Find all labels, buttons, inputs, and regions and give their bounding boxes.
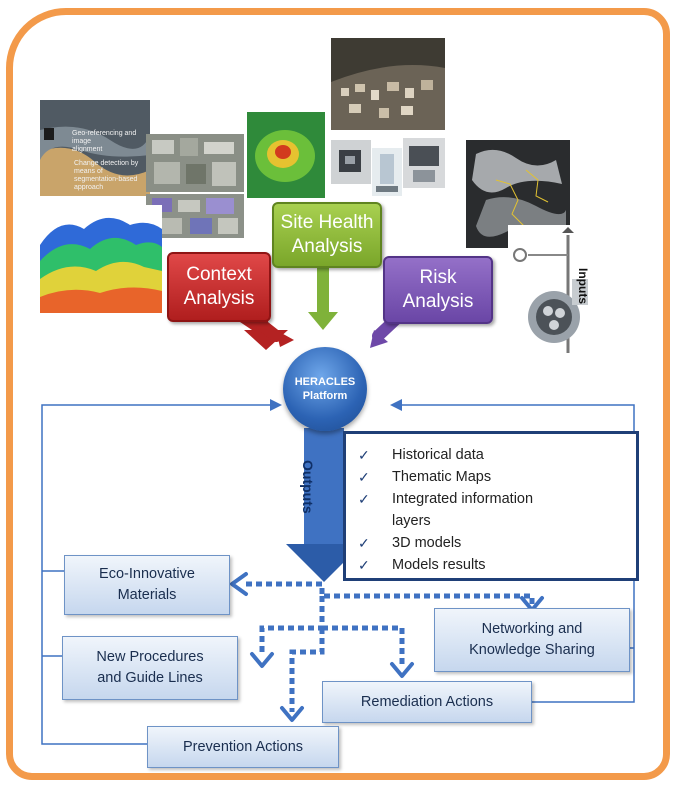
lab-equipment-photo-1 <box>331 140 371 184</box>
outputs-arrow-shaft <box>304 428 344 546</box>
outputs-item-text: Integrated information <box>392 491 534 507</box>
context-analysis-line1: Context <box>186 264 252 285</box>
eco-innovative-materials-box: Eco-Innovative Materials <box>64 555 230 615</box>
outputs-list-item: ✓ Historical data <box>358 444 636 466</box>
geo-referencing-photo: Geo-referencing and image alignment Chan… <box>40 100 150 196</box>
check-icon: ✓ <box>358 535 370 551</box>
networking-line2: Knowledge Sharing <box>469 642 595 658</box>
photo-label-4: segmentation-based approach <box>74 176 138 191</box>
remediation-line1: Remediation Actions <box>360 693 494 710</box>
lab-equipment-photo-2 <box>372 148 402 196</box>
platform-line2: Platform <box>302 390 348 402</box>
site-health-arrow <box>317 258 329 314</box>
outputs-list-item: ✓ 3D models <box>358 532 636 554</box>
site-health-analysis-line2: Analysis <box>291 236 363 257</box>
outputs-list-item: layers <box>358 510 636 532</box>
photo-label-3: Change detection by means of <box>74 160 139 175</box>
outputs-item-text: Thematic Maps <box>392 469 492 485</box>
lab-equipment-photo-3 <box>403 138 445 188</box>
check-icon: ✓ <box>358 469 370 485</box>
networking-line1: Networking and <box>481 621 583 637</box>
eco-line2: Materials <box>117 587 177 603</box>
terrain-3d-model-photo <box>40 205 162 313</box>
eco-line1: Eco-Innovative <box>99 566 195 582</box>
outputs-item-text: 3D models <box>392 535 462 551</box>
risk-analysis-line1: Risk <box>419 267 457 288</box>
procedures-line1: New Procedures <box>96 649 204 665</box>
photo-label-2: alignment <box>72 146 103 153</box>
weather-station-photo <box>508 225 600 355</box>
outputs-list-item: ✓ Models results <box>358 554 636 576</box>
site-health-analysis-line1: Site Health <box>280 212 374 233</box>
city-oblique-photo <box>331 38 445 130</box>
outputs-item-text: layers <box>392 513 431 529</box>
remediation-actions-box: Remediation Actions <box>322 681 532 723</box>
outputs-list: ✓ Historical data ✓ Thematic Maps ✓ Integra… <box>346 434 636 576</box>
new-procedures-box: New Procedures and Guide Lines <box>62 636 238 700</box>
risk-analysis-line2: Analysis <box>402 291 474 312</box>
outputs-item-text: Historical data <box>392 447 484 463</box>
risk-analysis-box: Risk Analysis <box>383 256 493 324</box>
health-heatmap-photo <box>247 112 325 198</box>
check-icon: ✓ <box>358 557 370 573</box>
aerial-photo-1 <box>146 134 244 192</box>
photo-label-1: Geo-referencing and image <box>72 130 137 145</box>
heracles-platform-node: HERACLES Platform <box>283 347 367 431</box>
networking-knowledge-sharing-box: Networking and Knowledge Sharing <box>434 608 630 672</box>
outputs-label: Outputs <box>300 460 316 514</box>
context-analysis-box: Context Analysis <box>167 252 271 322</box>
site-health-analysis-box: Site Health Analysis <box>272 202 382 268</box>
check-icon: ✓ <box>358 447 370 463</box>
outputs-list-item: ✓ Integrated information <box>358 488 636 510</box>
prevention-actions-box: Prevention Actions <box>147 726 339 768</box>
context-analysis-line2: Analysis <box>183 288 255 309</box>
outputs-item-text: Models results <box>392 557 486 573</box>
aerial-photo-2 <box>146 194 244 238</box>
procedures-line2: and Guide Lines <box>97 670 203 686</box>
check-icon: ✓ <box>358 491 370 507</box>
platform-line1: HERACLES <box>294 376 356 388</box>
outputs-list-box: ✓ Historical data ✓ Thematic Maps ✓ Integra… <box>343 431 639 581</box>
outputs-list-item: ✓ Thematic Maps <box>358 466 636 488</box>
prevention-line1: Prevention Actions <box>182 738 304 755</box>
